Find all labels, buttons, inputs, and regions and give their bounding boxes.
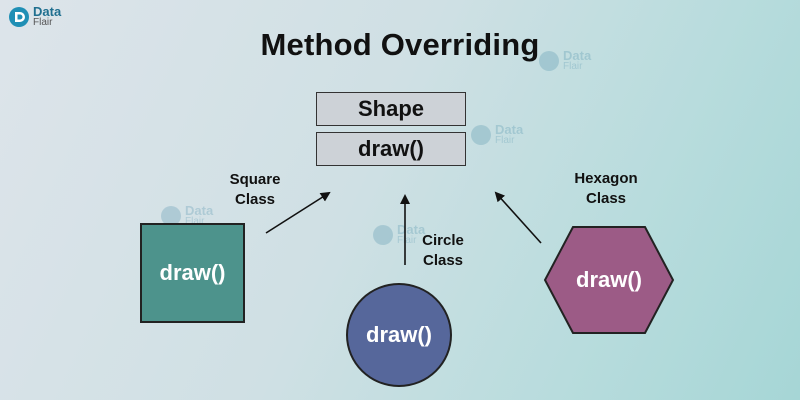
watermark-line-2: Flair: [185, 216, 205, 227]
square-class-label: Square Class: [215, 170, 295, 210]
dataflair-logo: Data Flair: [8, 4, 62, 28]
hexagon-label-line-1: Hexagon: [574, 170, 638, 187]
watermark-line-1: Data: [495, 122, 524, 137]
watermark-icon: [161, 206, 181, 226]
logo-line-2: Flair: [33, 17, 53, 28]
watermark-icon: [471, 125, 491, 145]
hexagon-class-label: Hexagon Class: [561, 169, 651, 209]
watermark-line-1: Data: [397, 222, 426, 237]
circle-class-label: Circle Class: [403, 231, 483, 271]
parent-class-name-box: Shape: [316, 92, 466, 126]
hexagon-method-label: draw(): [576, 267, 642, 292]
circle-class-shape: draw(): [346, 283, 452, 387]
hexagon-label-line-2: Class: [585, 190, 627, 207]
watermark-icon: [373, 225, 393, 245]
parent-method-box: draw(): [316, 132, 466, 166]
square-to-shape-arrow: [265, 191, 331, 234]
watermark-line-1: Data: [185, 203, 214, 218]
watermark-line-1: Data: [563, 48, 592, 63]
watermark-line-2: Flair: [495, 135, 515, 146]
logo-line-1: Data: [33, 4, 62, 19]
hexagon-outline: [543, 226, 675, 334]
square-label-line-1: Square: [229, 171, 281, 188]
hexagon-class-shape: draw(): [543, 225, 675, 335]
watermark-icon: [539, 51, 559, 71]
square-class-shape: draw(): [140, 223, 245, 323]
dataflair-logo-icon: [9, 7, 29, 27]
watermark-line-2: Flair: [563, 61, 583, 72]
hexagon-to-shape-arrow: [494, 191, 542, 244]
watermark-line-2: Flair: [397, 235, 417, 246]
page-title: Method Overriding: [260, 27, 540, 62]
circle-method-label: draw(): [366, 322, 432, 347]
circle-label-line-1: Circle: [422, 232, 464, 249]
square-label-line-2: Class: [234, 191, 276, 208]
square-method-label: draw(): [159, 260, 226, 285]
circle-label-line-2: Class: [422, 252, 464, 269]
